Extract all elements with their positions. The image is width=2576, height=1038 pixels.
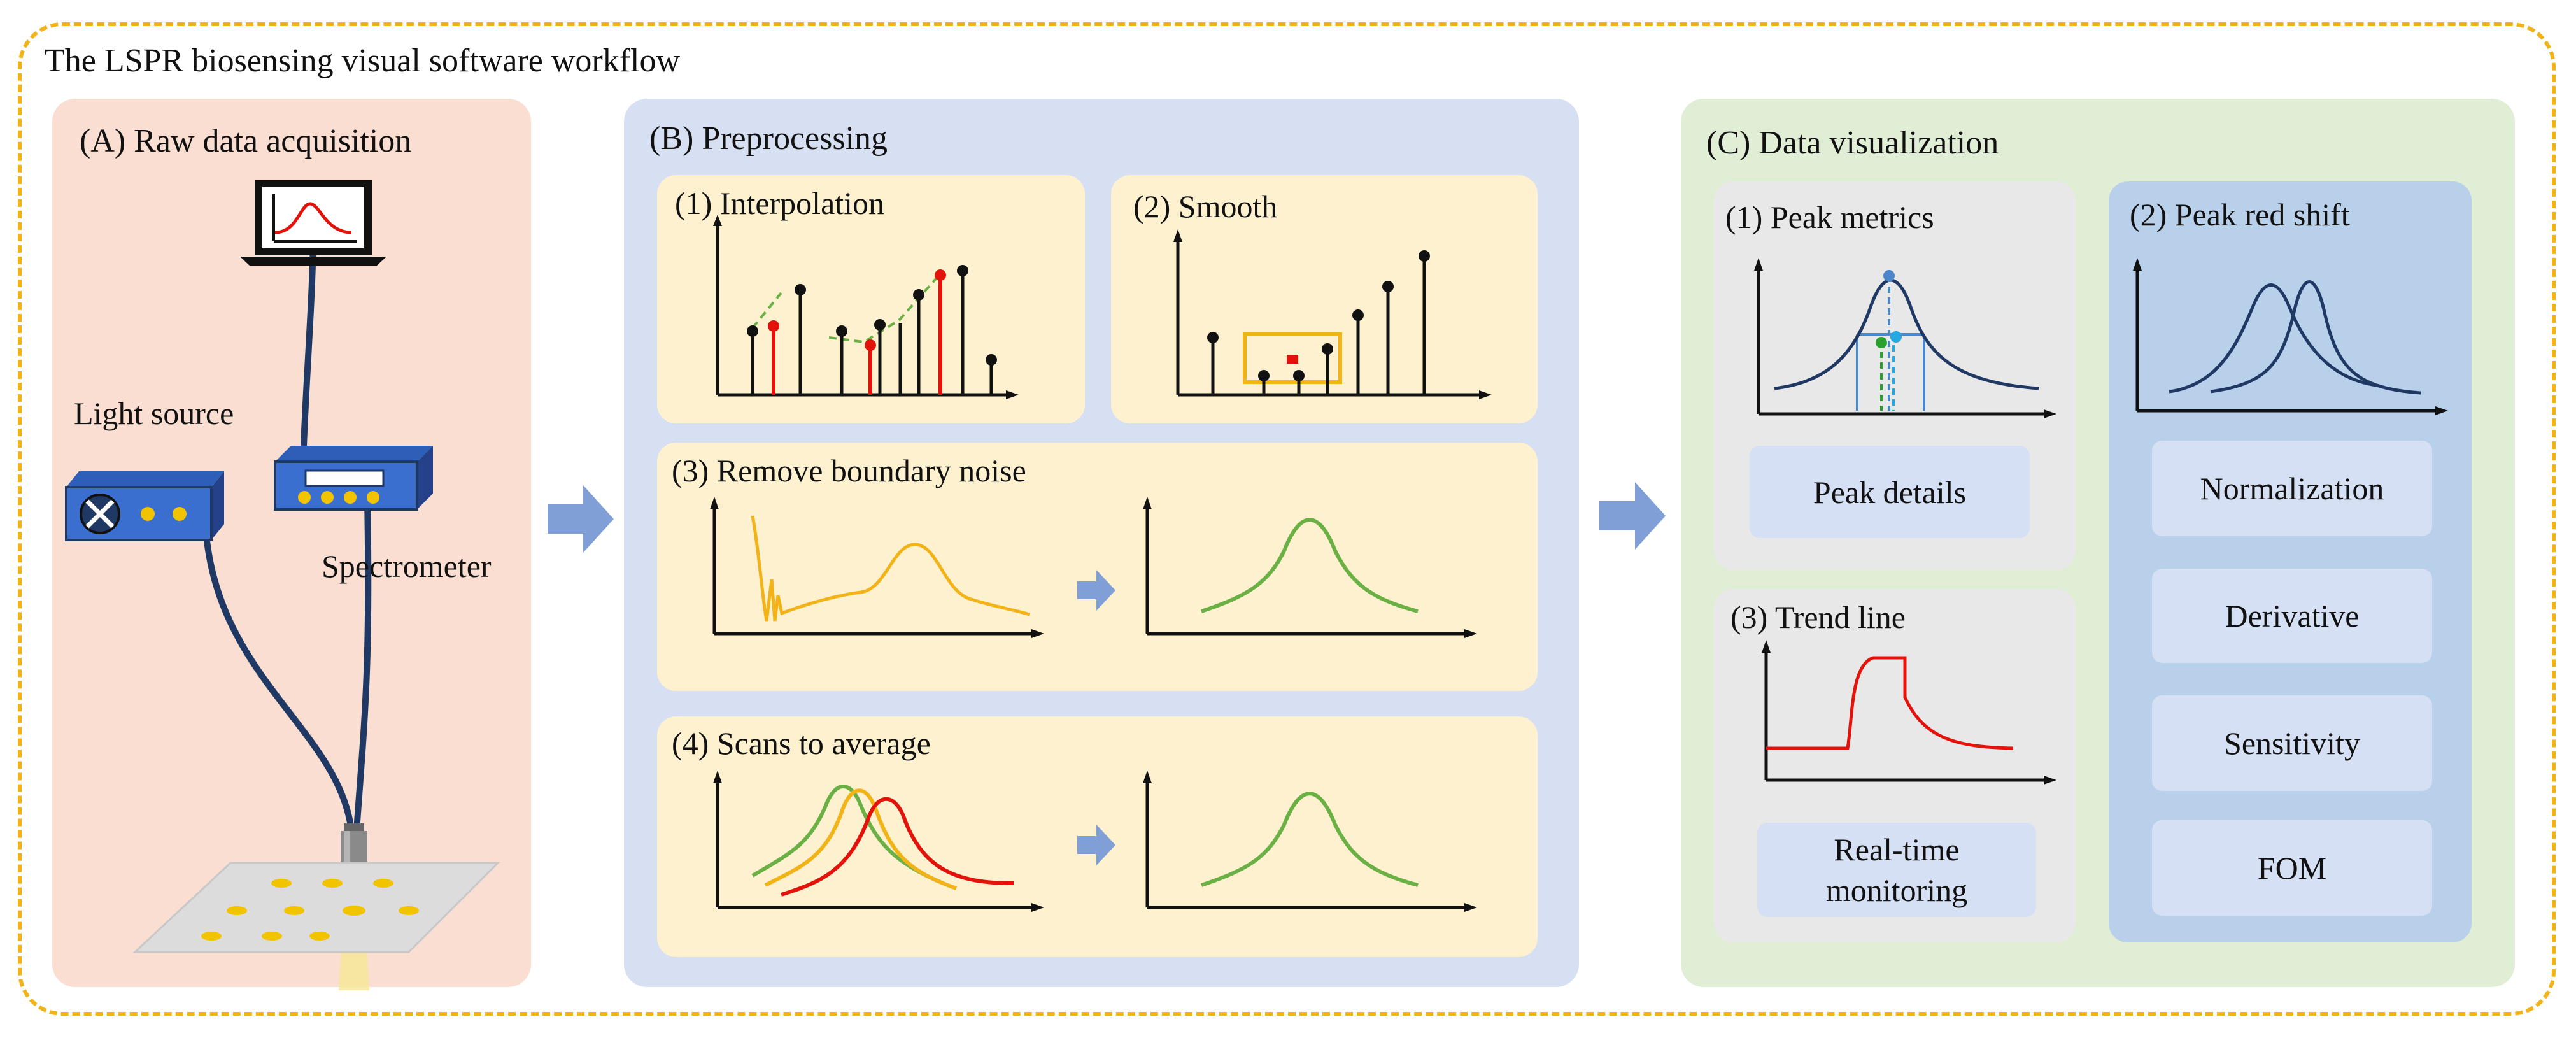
laptop-icon: [240, 180, 386, 266]
peak-details-button[interactable]: Peak details: [1750, 446, 2030, 538]
derivative-button[interactable]: Derivative: [2152, 569, 2432, 663]
real-time-monitoring-button[interactable]: Real-time monitoring: [1757, 823, 2036, 917]
right-arrow-icon: [1599, 482, 1666, 550]
light-source-label: Light source: [74, 395, 234, 431]
spectrometer-label: Spectrometer: [322, 548, 492, 584]
spectrometer-icon: [274, 446, 433, 511]
step-interpolation-title: (1) Interpolation: [675, 185, 885, 221]
interpolation-chart: [713, 215, 1019, 399]
peak-metrics-chart: [1754, 258, 2056, 418]
fom-button[interactable]: FOM: [2152, 820, 2432, 916]
card-remove-boundary-noise: [657, 443, 1538, 691]
smooth-chart: [1173, 229, 1492, 399]
trend-line-chart: [1762, 640, 2056, 785]
light-source-icon: [65, 471, 224, 541]
section-b-title: (B) Preprocessing: [649, 120, 888, 157]
peak-red-shift-title: (2) Peak red shift: [2130, 197, 2350, 232]
acquisition-setup-illustration: [65, 180, 500, 990]
scans-average-charts: [713, 771, 1477, 912]
workflow-border: [18, 22, 2556, 1016]
peak-metrics-title: (1) Peak metrics: [1725, 199, 1934, 235]
workflow-title: The LSPR biosensing visual software work…: [45, 43, 681, 79]
trend-line-title: (3) Trend line: [1730, 599, 1906, 635]
sample-plate-icon: [132, 862, 500, 953]
real-time-monitoring-line2: monitoring: [1825, 872, 1968, 908]
section-a-title: (A) Raw data acquisition: [80, 123, 412, 159]
boundary-noise-charts: [710, 497, 1477, 638]
step-smooth-title: (2) Smooth: [1133, 188, 1278, 224]
peak-red-shift-chart: [2133, 258, 2448, 415]
normalization-button[interactable]: Normalization: [2152, 441, 2432, 536]
step-remove-boundary-noise-title: (3) Remove boundary noise: [672, 453, 1026, 488]
section-c-title: (C) Data visualization: [1706, 125, 1999, 161]
step-scans-to-average-title: (4) Scans to average: [672, 725, 931, 761]
right-arrow-icon: [548, 485, 614, 553]
sensitivity-button[interactable]: Sensitivity: [2152, 695, 2432, 791]
real-time-monitoring-line1: Real-time: [1834, 832, 1960, 867]
